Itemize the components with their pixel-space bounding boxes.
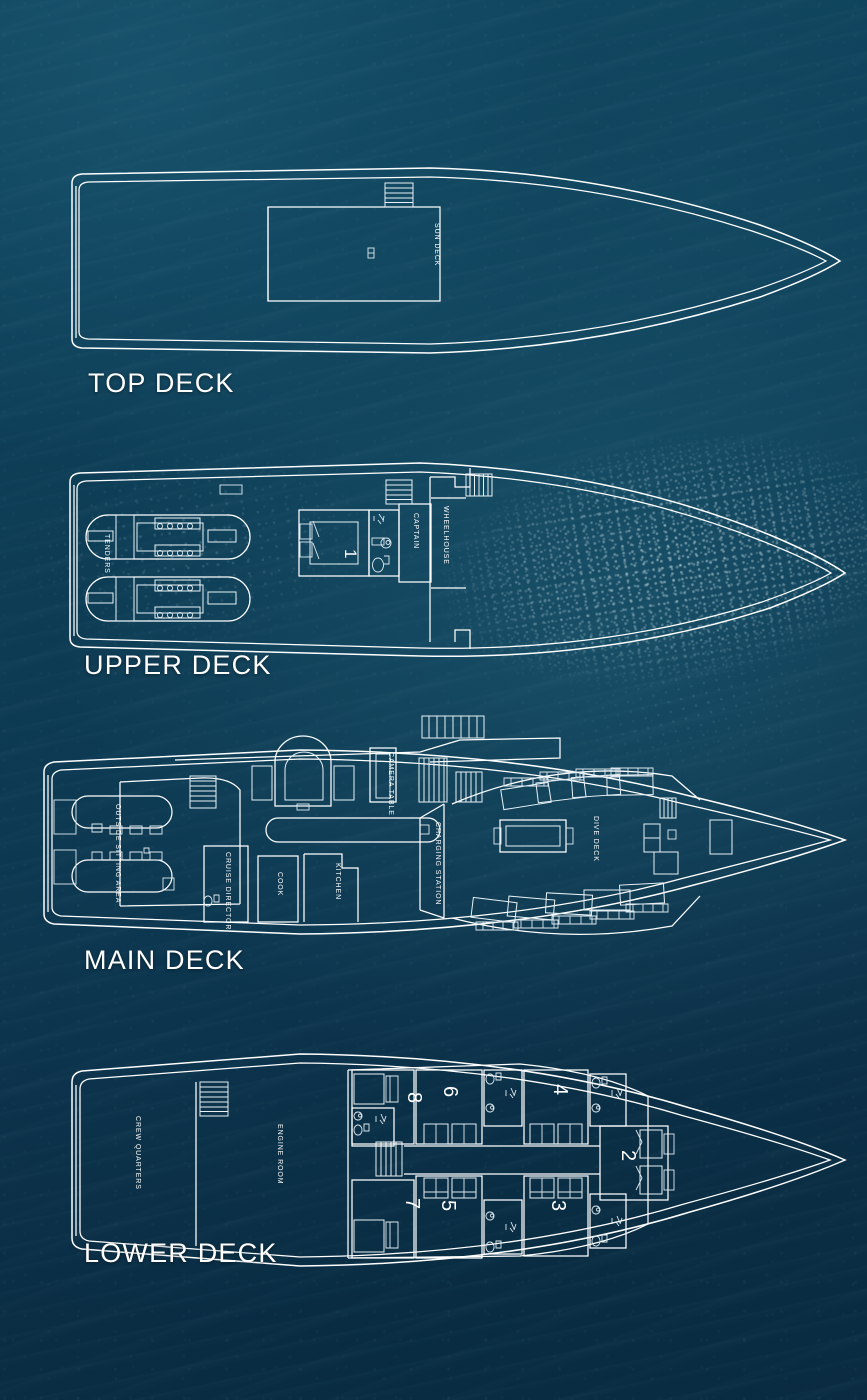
dive-deck-label: DIVE DECK xyxy=(592,816,599,862)
tender-boat-port xyxy=(86,515,250,559)
bathroom-5 xyxy=(484,1200,522,1254)
dive-stations-port xyxy=(500,767,654,811)
stairs-corridor-lower xyxy=(375,1141,403,1177)
superstructure-outline-main xyxy=(120,778,240,906)
cabin-5: 5 xyxy=(416,1176,482,1258)
cruise-director-cabin xyxy=(204,846,248,922)
charging-station-label: CHARGING STATION xyxy=(434,822,441,905)
deck-title-upper: UPPER DECK xyxy=(84,650,272,680)
cabin-number-3: 3 xyxy=(547,1200,569,1211)
stairs-upper-deck-fwd xyxy=(465,473,493,497)
bathroom-3 xyxy=(590,1194,626,1248)
tenders-label: TENDERS xyxy=(103,534,110,574)
stairs-lower-deck-aft xyxy=(199,1081,229,1117)
hull-inner-lower-deck xyxy=(80,1063,830,1257)
captain-cabin xyxy=(399,504,431,582)
deck-title-main: MAIN DECK xyxy=(84,945,245,975)
cabin-block-outline xyxy=(348,1064,648,1258)
bow-equipment-main xyxy=(643,797,733,875)
deck-diagram-main: OUTSIDE SITTING AREA CRUISE DIRECTOR COO… xyxy=(0,700,867,990)
deck-title-top: TOP DECK xyxy=(88,368,235,398)
cabin-2: 2 xyxy=(600,1126,675,1200)
sun-deck-enclosure xyxy=(268,207,440,301)
stairs-main-deck-roof xyxy=(421,715,485,739)
camera-table-area xyxy=(370,748,396,802)
cabin-number-8: 8 xyxy=(403,1092,425,1103)
sun-deck-label: SUN DECK xyxy=(433,223,440,266)
cabin-3: 3 xyxy=(524,1176,588,1256)
salon-lounge-main xyxy=(251,736,355,811)
dive-deck-boundary xyxy=(452,771,700,934)
hull-inner-main-deck xyxy=(52,759,830,925)
dive-platform-center xyxy=(493,820,574,852)
hull-outline-top-deck xyxy=(71,167,842,354)
tender-boat-starboard xyxy=(86,577,250,621)
cabin-number-4: 4 xyxy=(549,1084,571,1095)
kitchen-outline xyxy=(304,854,358,922)
deck-diagram-top: SUN DECK xyxy=(0,150,867,400)
dive-stations-starboard xyxy=(470,882,669,931)
stairs-upper-deck-aft xyxy=(385,479,413,505)
cook-cabin xyxy=(258,856,298,922)
camera-table-label: CAMERA TABLE xyxy=(387,752,394,816)
captain-label: CAPTAIN xyxy=(412,513,419,549)
deck-hatch-upper xyxy=(219,484,243,495)
hull-inner-top-deck xyxy=(79,177,826,344)
hull-outline-upper-deck xyxy=(69,462,847,658)
cabin-7: 7 xyxy=(352,1180,423,1258)
cook-label: COOK xyxy=(276,872,283,896)
deck-title-lower: LOWER DECK xyxy=(84,1238,278,1268)
cabin-6: 6 xyxy=(416,1070,482,1144)
wheelhouse-outline xyxy=(431,498,466,588)
cabin-number-2: 2 xyxy=(617,1150,639,1161)
hull-outline-lower-deck xyxy=(71,1053,847,1267)
stairs-main-deck-port xyxy=(189,775,217,809)
toilet-icon-main xyxy=(203,894,220,907)
crew-quarters-label: CREW QUARTERS xyxy=(134,1116,141,1190)
cabin-8: 8 xyxy=(352,1070,425,1144)
bathroom-4 xyxy=(590,1074,626,1126)
stairs-top-deck xyxy=(384,182,414,208)
hull-inner-upper-deck xyxy=(77,472,831,648)
outside-sitting-area-label: OUTSIDE SITTING AREA xyxy=(114,804,121,903)
salon-table-main xyxy=(266,818,440,842)
engine-room-label: ENGINE ROOM xyxy=(276,1124,283,1184)
wheelhouse-label: WHEELHOUSE xyxy=(442,506,449,565)
hatch-icon-top-deck xyxy=(367,247,375,259)
deck-diagram-upper: TENDERS 1 CAPTAIN WHEELHOUSE xyxy=(0,430,867,690)
cabin-number-5: 5 xyxy=(437,1200,459,1211)
cabin-4: 4 xyxy=(524,1070,588,1144)
corridor-outline xyxy=(404,1146,600,1174)
charging-station-outline xyxy=(420,804,444,918)
deck-diagram-lower: CREW QUARTERS ENGINE ROOM 8 xyxy=(0,1020,867,1300)
superstructure-outline-upper xyxy=(430,468,470,649)
bathroom-captain xyxy=(369,510,399,576)
outside-sitting-area-benches xyxy=(53,796,175,892)
cabin-number-7: 7 xyxy=(401,1198,423,1209)
cruise-director-label: CRUISE DIRECTOR xyxy=(224,852,231,930)
kitchen-label: KITCHEN xyxy=(334,863,341,900)
cabin-1-block: 1 xyxy=(299,510,369,576)
deck-drain-icon-main xyxy=(143,847,150,854)
cabin-number-1: 1 xyxy=(341,549,360,558)
bathroom-8 xyxy=(352,1108,394,1146)
stairs-main-deck-center xyxy=(418,757,448,803)
deckhouse-roof-line-main xyxy=(175,738,560,762)
stairs-main-deck-starboard xyxy=(455,771,483,803)
bathroom-6 xyxy=(484,1070,522,1126)
cabin-number-6: 6 xyxy=(439,1086,461,1097)
